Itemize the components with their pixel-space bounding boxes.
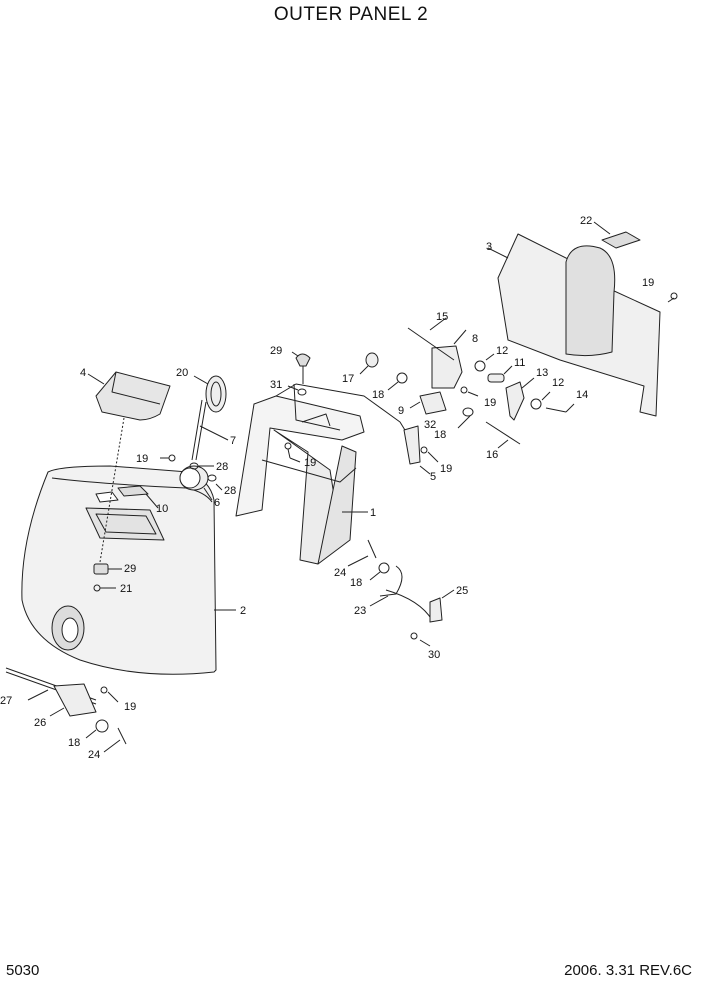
revision-date: 2006. 3.31 REV.6C xyxy=(564,962,692,979)
callout-27: 27 xyxy=(0,695,12,707)
callout-26: 26 xyxy=(34,717,46,729)
callout-17: 17 xyxy=(342,373,354,385)
callout-9: 9 xyxy=(398,405,404,417)
callout-19f: 19 xyxy=(124,701,136,713)
callout-15: 15 xyxy=(436,311,448,323)
callout-19d: 19 xyxy=(440,463,452,475)
callout-12a: 12 xyxy=(496,345,508,357)
callout-11: 11 xyxy=(514,357,525,369)
callout-14: 14 xyxy=(576,389,588,401)
callout-24b: 24 xyxy=(88,749,100,761)
callout-18a: 18 xyxy=(372,389,384,401)
callout-13: 13 xyxy=(536,367,548,379)
cover-block-part-4 xyxy=(87,371,171,563)
callout-12b: 12 xyxy=(552,377,564,389)
callout-23: 23 xyxy=(354,605,366,617)
callout-7: 7 xyxy=(230,435,236,447)
callout-8: 8 xyxy=(472,333,478,345)
callout-19a: 19 xyxy=(136,453,148,465)
callout-18c: 18 xyxy=(350,577,362,589)
callout-16: 16 xyxy=(486,449,498,461)
callout-3: 3 xyxy=(486,241,492,253)
page-number: 5030 xyxy=(6,962,40,979)
callout-5: 5 xyxy=(430,471,436,483)
callout-32: 32 xyxy=(424,419,436,431)
callout-18d: 18 xyxy=(68,737,80,749)
bumper-part-29 xyxy=(93,563,109,575)
callout-19b: 19 xyxy=(304,457,316,469)
callout-20: 20 xyxy=(176,367,188,379)
pad-part-10 xyxy=(117,485,149,497)
callout-18b: 18 xyxy=(434,429,446,441)
callout-19e: 19 xyxy=(642,277,654,289)
callout-30: 30 xyxy=(428,649,440,661)
callout-2: 2 xyxy=(240,605,246,617)
callout-29b: 29 xyxy=(124,563,136,575)
callout-29a: 29 xyxy=(270,345,282,357)
callout-6: 6 xyxy=(214,497,220,509)
outer-panel-shell xyxy=(21,465,236,675)
page-title: OUTER PANEL 2 xyxy=(273,4,429,25)
callout-4: 4 xyxy=(80,367,86,379)
callout-28a: 28 xyxy=(216,461,228,473)
callout-31: 31 xyxy=(270,379,282,391)
rear-panel-part-3 xyxy=(487,233,661,417)
callout-21: 21 xyxy=(120,583,132,595)
callout-28b: 28 xyxy=(224,485,236,497)
callout-10: 10 xyxy=(156,503,168,515)
callout-19c: 19 xyxy=(484,397,496,409)
callout-24a: 24 xyxy=(334,567,346,579)
callout-25: 25 xyxy=(456,585,468,597)
frame-part-1 xyxy=(235,383,417,565)
callout-22: 22 xyxy=(580,215,592,227)
callout-1: 1 xyxy=(370,507,376,519)
